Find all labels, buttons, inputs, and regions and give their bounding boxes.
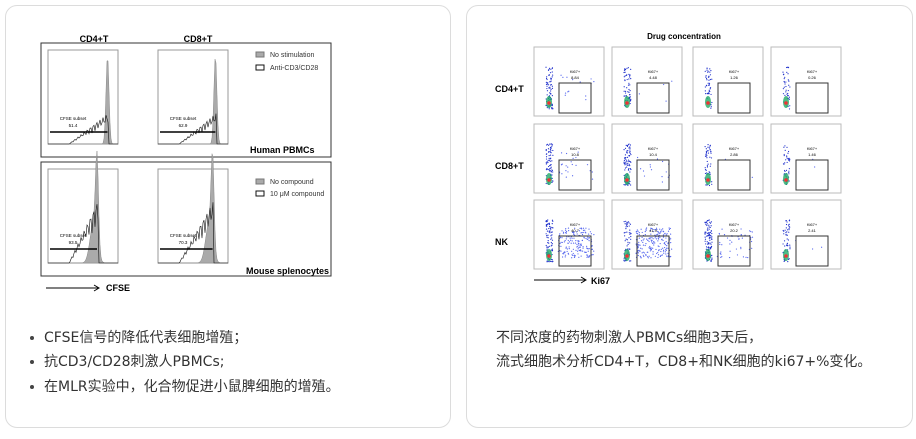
gate-value: 4.48 [649,75,658,80]
ki67-gate [558,159,592,191]
gate-value: 70.3 [179,240,188,245]
bottom-panel-frame [40,161,332,277]
ki67-gate [558,82,592,114]
gate-label: CFSE subset [60,233,87,238]
description-line: 流式细胞术分析CD4+T，CD8+和NK细胞的ki67+%变化。 [496,354,872,370]
gate-value: 1.26 [730,75,739,80]
gate-label: Ki67+ [807,222,818,227]
open-histogram [158,202,228,264]
legend-swatch-filled [255,51,265,58]
gate-label: CFSE subset [60,116,87,121]
gate-value: 41.9 [649,228,658,233]
gate-value: 93.5 [69,240,78,245]
dot-plot [611,46,683,117]
dot-plot [770,199,842,270]
top-panel-frame [40,42,332,158]
legend-swatch-open [255,64,265,71]
row-label: NK [495,237,508,247]
description-line: 不同浓度的药物刺激人PBMCs细胞3天后， [496,330,763,346]
bullet-item: 抗CD3/CD28刺激人PBMCs; [30,351,224,371]
gate-label: Ki67+ [648,69,659,74]
legend-item: No stimulation [270,52,314,59]
dot-plot [611,199,683,270]
gate-value: 2.86 [730,152,739,157]
group-label-human: Human PBMCs [250,145,315,155]
row-label: CD4+T [495,84,524,94]
gate-value: 0.26 [808,75,817,80]
gate-label: Ki67+ [570,69,581,74]
gate-label: Ki67+ [729,69,740,74]
open-histogram [48,204,118,264]
ki67-gate [795,235,829,267]
cfse-axis-label: CFSE [106,283,130,293]
gate-label: Ki67+ [729,146,740,151]
legend-swatch-filled [255,178,265,185]
open-histogram [158,113,228,145]
gate-label: Ki67+ [570,222,581,227]
bullet-item: 在MLR实验中，化合物促进小鼠脾细胞的增殖。 [30,376,340,396]
legend-item: 10 μM compound [270,191,324,198]
ki67-gate [795,159,829,191]
gate-value: 20.2 [730,228,739,233]
ki67-gate [717,235,751,267]
open-histogram [48,115,118,145]
gate-label: Ki67+ [807,69,818,74]
gate-label: CFSE subset [170,233,197,238]
ki67-gate [636,235,670,267]
dot-plot [770,123,842,194]
col-label-cd8: CD8+T [184,34,213,44]
dot-plot [692,46,764,117]
gate-value: 1.46 [808,152,817,157]
ki67-gate [558,235,592,267]
dot-plot [692,199,764,270]
dot-plot [611,123,683,194]
gate-label: CFSE subset [170,116,197,121]
legend-swatch-open [255,190,265,197]
group-label-mouse: Mouse splenocytes [246,266,329,276]
bullet-item: CFSE信号的降低代表细胞增殖； [30,327,247,347]
gate-label: Ki67+ [570,146,581,151]
dot-plot [533,46,605,117]
ki67-gate [795,82,829,114]
legend-item: No compound [270,179,314,186]
gate-value: 2.41 [808,228,817,233]
ki67-gate [636,159,670,191]
histogram-plot [47,168,119,264]
gate-value: 51.4 [69,123,78,128]
ki67-gate [636,82,670,114]
row-label: CD8+T [495,161,524,171]
dot-plot [770,46,842,117]
gate-label: Ki67+ [648,222,659,227]
gate-label: Ki67+ [807,146,818,151]
ki67-dotplot-figure: Drug concentration CD4+TKi67+8.84Ki67+4.… [495,32,842,286]
ki67-gate [717,82,751,114]
dot-plot [533,123,605,194]
histogram-plot [157,168,229,264]
gate-value: 62.9 [179,123,188,128]
gate-value: 8.84 [571,75,580,80]
col-label-cd4: CD4+T [80,34,109,44]
drug-concentration-title: Drug concentration [647,32,721,41]
dot-plot [533,199,605,270]
gate-label: Ki67+ [648,146,659,151]
dot-plot [692,123,764,194]
ki67-gate [717,159,751,191]
ki67-axis-label: Ki67 [591,276,610,286]
gate-label: Ki67+ [729,222,740,227]
gate-value: 10.4 [649,152,658,157]
gate-value: 40.7 [571,228,580,233]
gate-value: 10.8 [571,152,580,157]
legend-item: Anti-CD3/CD28 [270,65,318,72]
